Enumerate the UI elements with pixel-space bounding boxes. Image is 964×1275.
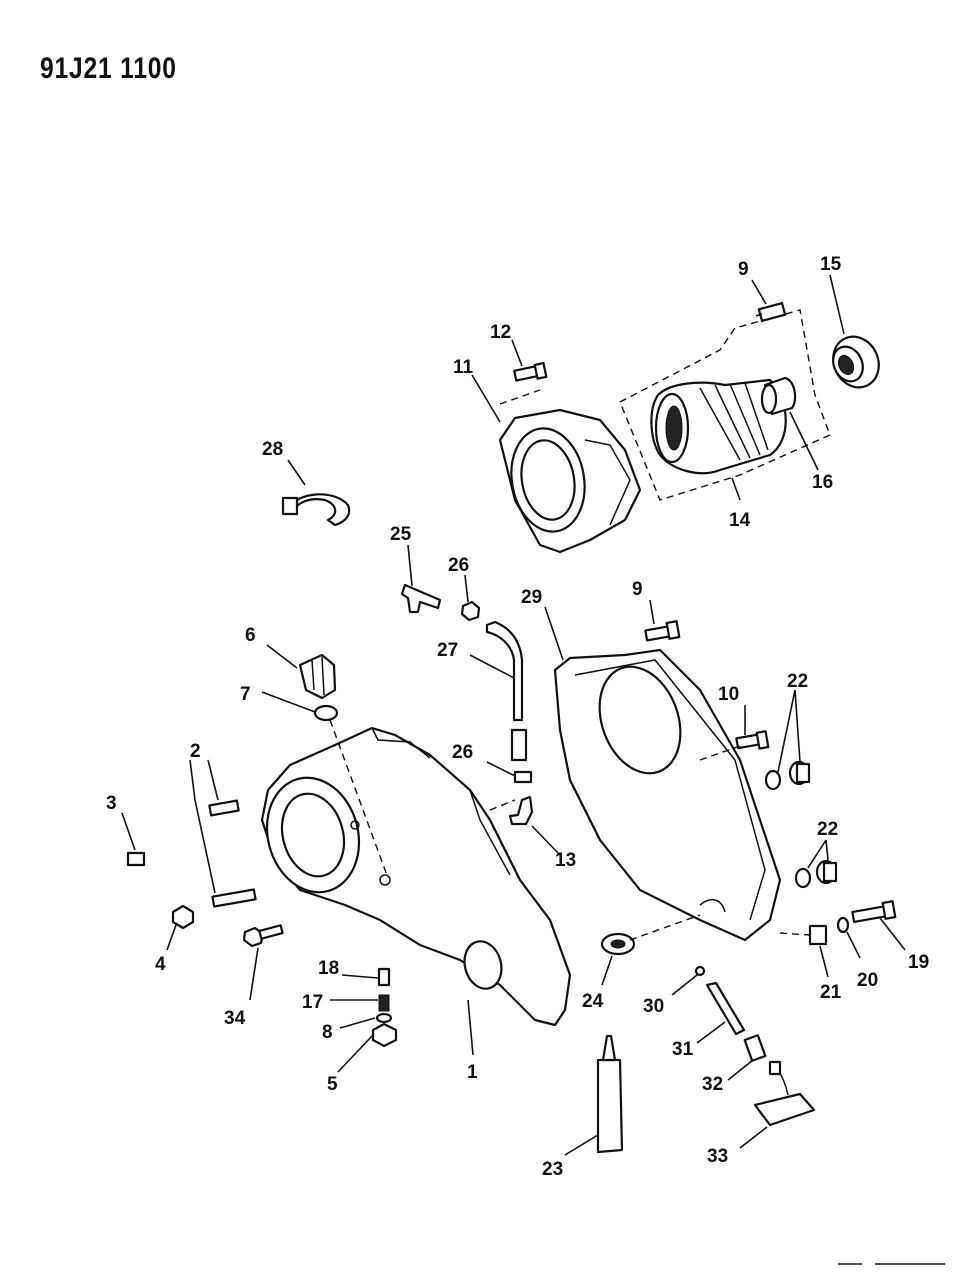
callout-20: 20 [857,970,878,991]
seal-24 [600,932,636,956]
stud-2-upper [208,799,240,817]
bolt-9-top [755,301,787,323]
leader-lines [121,274,906,1156]
callout-18: 18 [318,958,339,979]
front-case-1 [260,726,572,1027]
callout-31: 31 [672,1039,694,1060]
callout-26-lower: 26 [452,742,473,763]
bushing-16 [760,376,797,416]
bolt-10 [735,730,770,750]
callout-6: 6 [245,625,256,646]
fitting-13 [508,795,534,826]
nut-26-top [460,600,481,622]
rear-case-29 [553,648,782,942]
nut-4 [171,904,195,930]
callout-28: 28 [262,439,283,460]
o-ring-30 [694,965,706,977]
washer-20 [836,916,850,934]
sealant-tube-23 [596,1034,624,1154]
callout-7: 7 [240,684,251,705]
plug-22-lower [794,859,838,889]
callout-15: 15 [820,254,842,275]
callout-21: 21 [820,982,842,1003]
callout-33: 33 [707,1146,728,1167]
bolt-9-middle [644,620,681,642]
callout-4: 4 [155,954,166,975]
sleeve-21 [808,924,828,946]
plug-22-upper [764,760,811,791]
switch-6 [298,653,337,700]
sensor-33 [753,1060,816,1127]
callout-22-upper: 22 [787,671,808,692]
callout-13: 13 [555,850,576,871]
callout-12: 12 [490,322,511,343]
seal-15 [832,335,880,389]
callout-26-top: 26 [448,555,469,576]
callout-16: 16 [812,472,833,493]
callout-29: 29 [521,587,542,608]
callout-34: 34 [224,1008,246,1029]
shaft-31 [705,981,746,1036]
callout-labels: 1 2 3 4 5 6 7 8 9 9 10 11 12 13 14 15 16… [106,254,929,1180]
clip-28 [281,493,351,527]
callout-11: 11 [453,357,474,378]
plug-5 [371,1022,398,1048]
callout-1: 1 [467,1062,478,1083]
callout-17: 17 [302,992,323,1013]
clamp-26-lower [513,770,533,784]
callout-24: 24 [582,991,604,1012]
callout-27: 27 [437,640,458,661]
callout-22-lower: 22 [817,819,838,840]
callout-10: 10 [718,684,739,705]
bolt-34 [242,924,284,948]
callout-32: 32 [702,1074,723,1095]
washer-8 [375,1012,393,1024]
vent-tube-27 [485,620,528,762]
callout-2: 2 [190,741,201,762]
stud-2-lower [211,888,257,908]
bolt-12 [513,362,548,382]
callout-9-middle: 9 [632,579,643,600]
bracket-25 [400,583,442,614]
connector-32 [743,1034,767,1062]
callout-25: 25 [390,524,412,545]
callout-3: 3 [106,793,117,814]
extension-housing-14 [650,378,787,475]
document-id: 91J21 1100 [40,52,177,85]
bolt-19 [851,900,897,923]
callout-8: 8 [322,1022,333,1043]
group-outline-14 [619,309,831,501]
callout-5: 5 [327,1074,338,1095]
adapter-housing-11 [498,408,642,554]
callout-19: 19 [908,952,929,973]
spring-17 [378,994,390,1012]
o-ring-7 [313,704,339,722]
plug-3 [126,851,146,867]
pin-18 [377,967,391,987]
callout-14: 14 [729,510,751,531]
callout-23: 23 [542,1159,563,1180]
callout-9-top: 9 [738,259,749,280]
callout-30: 30 [643,996,664,1017]
